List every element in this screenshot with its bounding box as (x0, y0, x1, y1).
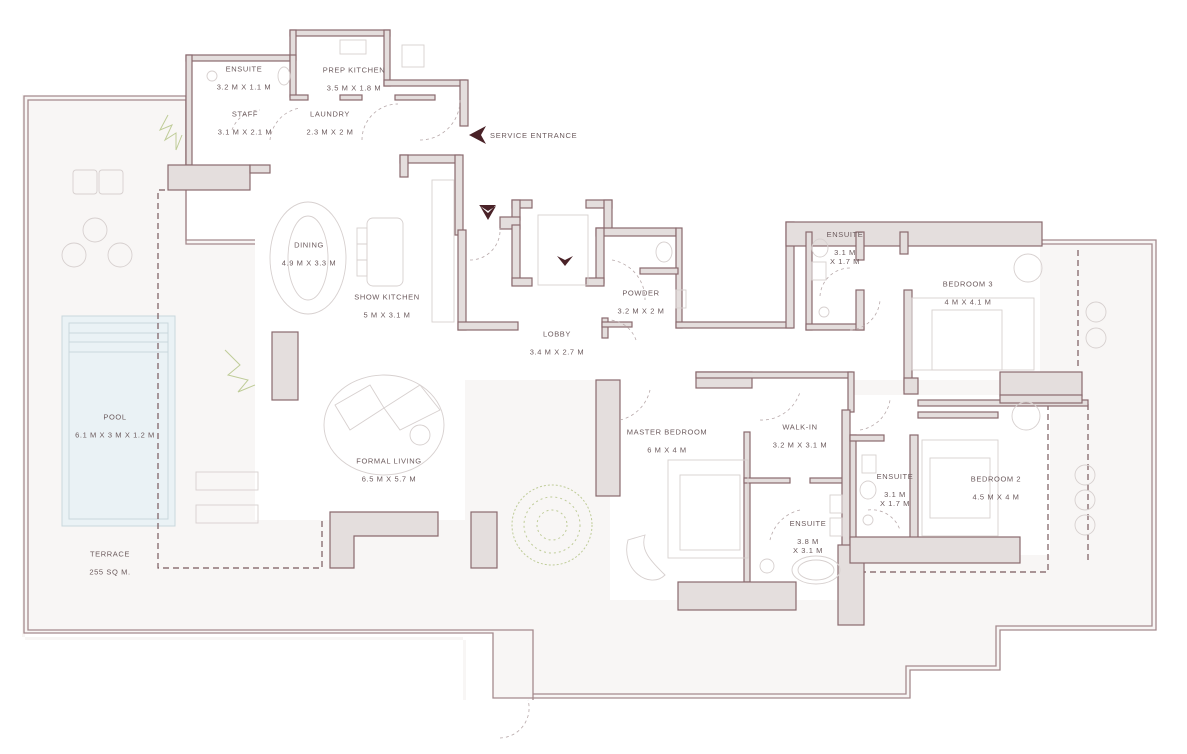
room-dims: 6.1 M X 3 M X 1.2 M (75, 430, 155, 440)
door-swings (231, 99, 901, 739)
room-label-staff: STAFF 3.1 M X 2.1 M (218, 101, 273, 146)
pool (61, 315, 176, 527)
room-label-bedroom-3: BEDROOM 3 4 M X 4.1 M (943, 271, 993, 316)
room-dims: 3.8 M X 3.1 M (792, 537, 824, 555)
room-dims: 3.2 M X 2 M (617, 306, 665, 316)
room-name: SHOW KITCHEN (354, 292, 420, 302)
room-name: ENSUITE (826, 230, 864, 239)
service-entrance-arrow-icon (469, 126, 486, 144)
room-label-ensuite-bed2: ENSUITE 3.1 M X 1.7 M (877, 463, 914, 517)
room-dims: 3.2 M X 3.1 M (772, 440, 828, 450)
terrace-boundary (22, 94, 466, 700)
room-dims: 3.1 M X 1.7 M (879, 490, 911, 508)
room-label-lobby: LOBBY 3.4 M X 2.7 M (530, 321, 585, 366)
room-dims: 5 M X 3.1 M (363, 310, 411, 320)
room-dims: 4.9 M X 3.3 M (281, 258, 337, 268)
furniture (61, 39, 1107, 585)
room-dims: 6.5 M X 5.7 M (361, 474, 417, 484)
room-dims: 3.1 M X 2.1 M (217, 127, 273, 137)
glazing-dashed-line (157, 189, 1089, 573)
room-name: STAFF (231, 109, 259, 119)
room-label-ensuite-master: ENSUITE 3.8 M X 3.1 M (790, 510, 827, 564)
room-dims: 3.1 M X 1.7 M (829, 248, 861, 266)
room-name: POOL (103, 412, 127, 422)
room-label-walk-in: WALK-IN 3.2 M X 3.1 M (773, 414, 828, 459)
room-name: PREP KITCHEN (322, 65, 386, 75)
room-label-terrace: TERRACE 255 SQ M. (89, 541, 130, 586)
room-name: BEDROOM 3 (942, 279, 994, 289)
room-label-laundry: LAUNDRY 2.3 M X 2 M (306, 101, 353, 146)
room-label-show-kitchen: SHOW KITCHEN 5 M X 3.1 M (354, 284, 420, 329)
room-label-formal-living: FORMAL LIVING 6.5 M X 5.7 M (356, 448, 421, 493)
room-dims: 2.3 M X 2 M (306, 127, 354, 137)
room-dims: 6 M X 4 M (647, 445, 687, 455)
walls (167, 29, 1089, 626)
room-dims: 3.2 M X 1.1 M (216, 82, 272, 92)
room-name: ENSUITE (876, 472, 914, 481)
room-name: POWDER (622, 288, 660, 298)
room-label-master-bedroom: MASTER BEDROOM 6 M X 4 M (627, 419, 708, 464)
room-dims: 3.4 M X 2.7 M (529, 347, 585, 357)
room-name: FORMAL LIVING (356, 456, 422, 466)
room-dims: 4 M X 4.1 M (944, 297, 992, 307)
room-name: LAUNDRY (310, 109, 350, 119)
room-label-ensuite-bed3: ENSUITE 3.1 M X 1.7 M (827, 221, 864, 275)
room-dims: 3.5 M X 1.8 M (326, 83, 382, 93)
room-dims: 4.5 M X 4 M (972, 492, 1020, 502)
room-name: ENSUITE (225, 64, 263, 74)
plants (158, 114, 593, 566)
room-name: BEDROOM 2 (970, 474, 1022, 484)
room-name: TERRACE (89, 549, 131, 559)
room-label-dining: DINING 4.9 M X 3.3 M (282, 232, 337, 277)
lift-arrow-icon (557, 256, 573, 266)
room-label-prep-kitchen: PREP KITCHEN 3.5 M X 1.8 M (323, 57, 386, 102)
room-name: ENSUITE (789, 519, 827, 528)
room-name: MASTER BEDROOM (626, 427, 708, 437)
main-entrance-arrow-icon (479, 205, 496, 220)
room-dims: 255 SQ M. (89, 567, 131, 577)
service-entrance-label: SERVICE ENTRANCE (490, 131, 578, 140)
room-name: LOBBY (542, 329, 571, 339)
room-label-powder: POWDER 3.2 M X 2 M (617, 280, 664, 325)
room-name: DINING (294, 240, 324, 250)
room-label-pool: POOL 6.1 M X 3 M X 1.2 M (75, 404, 155, 449)
room-name: WALK-IN (782, 422, 818, 432)
room-label-bedroom-2: BEDROOM 2 4.5 M X 4 M (971, 466, 1021, 511)
entrance-arrows (469, 126, 573, 266)
room-label-ensuite-staff: ENSUITE 3.2 M X 1.1 M (217, 56, 272, 101)
